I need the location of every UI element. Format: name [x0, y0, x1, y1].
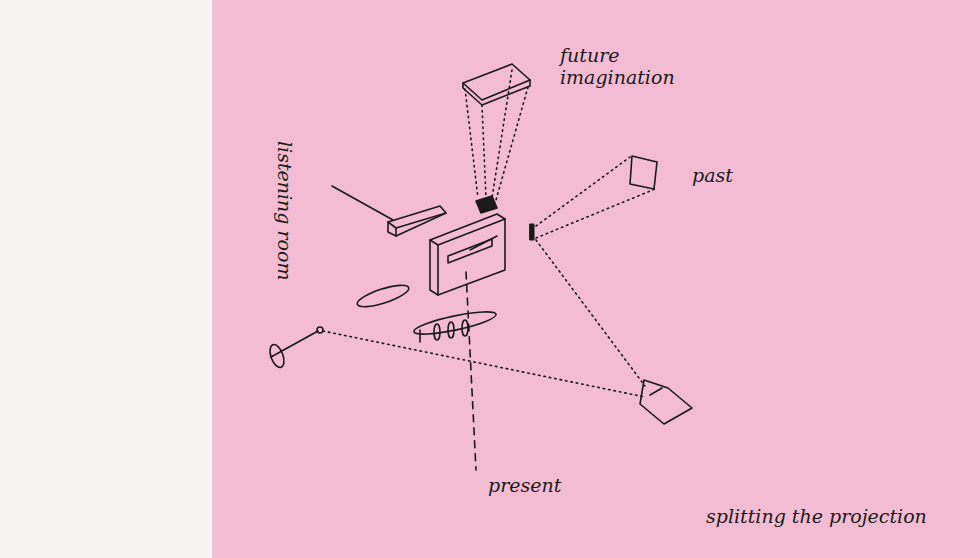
lower-screen-mark [650, 388, 662, 395]
sketch-label: future imagination [560, 44, 670, 88]
caption: splitting the projection [706, 505, 946, 527]
sketch-label: listening room [274, 141, 296, 291]
floor-ellipse [355, 281, 411, 311]
bench [412, 307, 497, 338]
past-projector [530, 224, 534, 240]
past-screen [630, 156, 657, 189]
listening-device-edge [395, 228, 397, 236]
present-line [466, 272, 476, 470]
future-screen-edge [463, 80, 530, 105]
listening-device [388, 206, 446, 236]
left-projector [317, 327, 323, 333]
bench-legs [420, 320, 468, 342]
left-stem [271, 331, 318, 357]
future-projector [476, 196, 497, 213]
sketch-label: past [692, 164, 752, 186]
central-box-edge [437, 245, 439, 295]
left-beam [323, 331, 645, 397]
central-slot-line [470, 236, 497, 250]
listening-device-edge [388, 213, 446, 228]
future-beam [465, 70, 528, 200]
sketch-label: present [488, 474, 578, 496]
left-disc [267, 343, 286, 370]
lower-screen [640, 380, 692, 424]
future-screen [463, 64, 530, 100]
central-box-edge [430, 219, 505, 245]
central-box [430, 214, 505, 295]
leader-line [332, 186, 393, 220]
past-beam [536, 157, 655, 386]
